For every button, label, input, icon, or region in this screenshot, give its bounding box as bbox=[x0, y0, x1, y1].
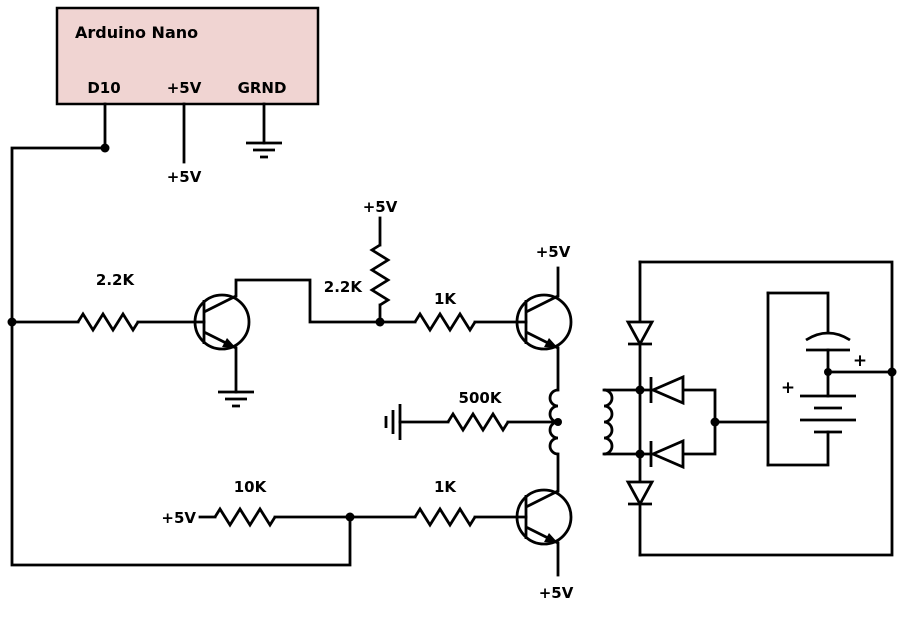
labels: +5V 2.2K +5V 2.2K 1K +5V 500K 10K +5V 1K… bbox=[96, 168, 867, 602]
label-r4: 500K bbox=[459, 389, 503, 407]
junction-left-rail bbox=[7, 317, 17, 327]
junction-center-tap bbox=[554, 418, 562, 426]
junction-right-rail bbox=[887, 367, 897, 377]
rectifier-diodes bbox=[625, 320, 685, 507]
label-r6: 1K bbox=[434, 478, 457, 496]
resistor-r2-2.2k-pullup bbox=[369, 243, 391, 307]
pin-label-5v: +5V bbox=[167, 79, 202, 97]
q2-body bbox=[515, 293, 573, 351]
junction-secondary-top bbox=[635, 385, 645, 395]
junction-cap-battery bbox=[824, 368, 832, 376]
wires bbox=[10, 102, 894, 577]
q1-body bbox=[193, 293, 251, 351]
q1-emitter-arrow-icon bbox=[222, 338, 236, 348]
diode-mid-lower-triangle-icon bbox=[649, 438, 685, 470]
diode-mid-lower bbox=[649, 438, 685, 470]
wire-d10-feedback-loop bbox=[10, 102, 352, 567]
ground-icon-q1 bbox=[218, 390, 254, 408]
label-r3: 1K bbox=[434, 290, 457, 308]
q2-leads bbox=[524, 294, 559, 350]
ground-symbols bbox=[218, 141, 402, 440]
pin-label-grnd: GRND bbox=[238, 79, 287, 97]
capacitor bbox=[805, 331, 851, 352]
label-r5: 10K bbox=[234, 478, 268, 496]
label-capacitor-plus: + bbox=[853, 351, 867, 371]
battery bbox=[800, 394, 856, 434]
junction-dots bbox=[7, 143, 897, 522]
label-r5-5v: +5V bbox=[161, 509, 196, 527]
arduino-title: Arduino Nano bbox=[75, 23, 198, 42]
wire-q1-collector-node bbox=[234, 278, 382, 324]
diode-top bbox=[625, 320, 655, 347]
diode-top-triangle-icon bbox=[625, 320, 655, 347]
q2-emitter-arrow-icon bbox=[544, 338, 558, 348]
transformer-secondary-winding bbox=[603, 388, 614, 456]
label-r1: 2.2K bbox=[96, 271, 136, 289]
label-arduino-5v: +5V bbox=[167, 168, 202, 186]
diode-bottom-triangle-icon bbox=[625, 480, 655, 507]
pin-label-d10: D10 bbox=[87, 79, 120, 97]
junction-pullup-node bbox=[375, 317, 385, 327]
wire-to-capacitor bbox=[766, 291, 830, 335]
label-r2-5v: +5V bbox=[363, 198, 398, 216]
resistors bbox=[76, 243, 510, 528]
diode-mid-upper bbox=[649, 374, 685, 406]
ground-icon-center-tap bbox=[384, 404, 402, 440]
label-q2-5v: +5V bbox=[536, 243, 571, 261]
wire-outer-loop bbox=[638, 260, 894, 557]
q1-leads bbox=[202, 294, 237, 350]
arduino-module: Arduino Nano D10 +5V GRND bbox=[55, 6, 320, 106]
diode-bottom bbox=[625, 480, 655, 507]
q3-body bbox=[515, 488, 573, 546]
diode-mid-upper-triangle-icon bbox=[649, 374, 685, 406]
transistor-q2 bbox=[515, 293, 573, 351]
ground-icon-arduino bbox=[246, 141, 282, 159]
junction-rectifier-output bbox=[710, 417, 720, 427]
q3-emitter-arrow-icon bbox=[544, 533, 558, 543]
q3-leads bbox=[524, 489, 559, 545]
junction-bottom-node bbox=[345, 512, 355, 522]
label-q3-5v: +5V bbox=[539, 584, 574, 602]
wire-rectifier-output bbox=[681, 388, 770, 456]
transistor-q1 bbox=[193, 293, 251, 351]
resistor-r3-1k bbox=[413, 311, 477, 333]
resistor-r6-1k bbox=[413, 506, 477, 528]
arduino-nano-box bbox=[55, 6, 320, 106]
resistor-r4-500k bbox=[446, 411, 510, 433]
label-r2: 2.2K bbox=[324, 278, 364, 296]
resistor-r5-10k bbox=[213, 506, 277, 528]
resistor-r1-2.2k bbox=[76, 311, 140, 333]
junction-secondary-bottom bbox=[635, 449, 645, 459]
capacitor-curved-plate bbox=[805, 331, 851, 342]
wire-battery-return bbox=[766, 430, 830, 467]
junction-d10-corner bbox=[100, 143, 110, 153]
label-battery-plus: + bbox=[781, 378, 795, 398]
transistor-q3 bbox=[515, 488, 573, 546]
